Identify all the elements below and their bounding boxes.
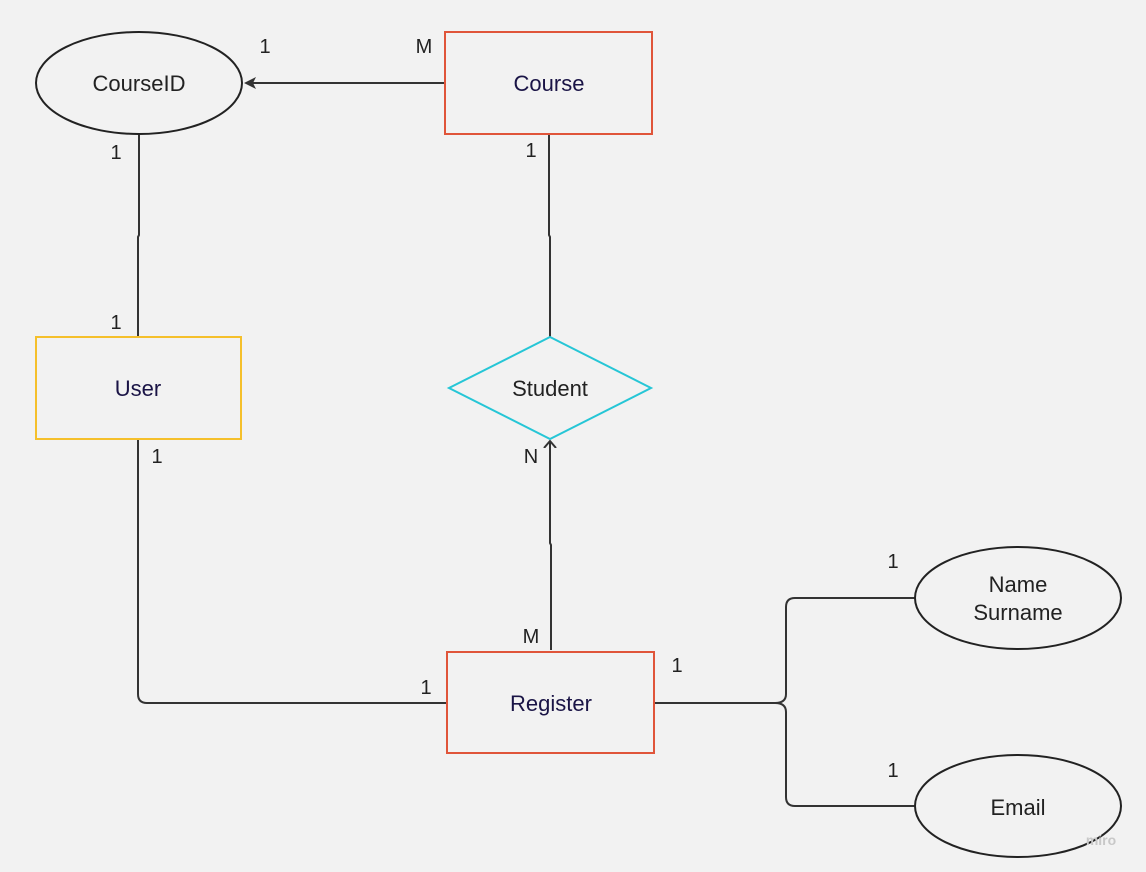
cardinality-label: N [524, 446, 538, 468]
attribute-email-label: Email [990, 795, 1045, 820]
cardinality-label: 1 [110, 142, 121, 164]
connector-course-student [548, 135, 551, 337]
attribute-name-surname[interactable]: Name Surname [914, 546, 1122, 650]
cardinality-label: M [416, 36, 433, 58]
attribute-name-label: Name [989, 572, 1048, 597]
relationship-student[interactable]: Student [446, 335, 654, 441]
entity-user-label: User [115, 376, 161, 401]
attribute-courseid[interactable]: CourseID [35, 31, 243, 135]
cardinality-label: 1 [151, 446, 162, 468]
cardinality-label: 1 [887, 760, 898, 782]
entity-register-label: Register [510, 691, 592, 716]
connector-register-student [550, 441, 551, 650]
cardinality-label: 1 [259, 36, 270, 58]
entity-user[interactable]: User [35, 336, 242, 440]
attribute-courseid-label: CourseID [93, 71, 186, 96]
connector-user-register [137, 440, 446, 704]
connector-courseid-user [137, 135, 140, 336]
entity-course-label: Course [514, 71, 585, 96]
cardinality-label: M [523, 626, 540, 648]
attribute-email[interactable]: Email [914, 754, 1122, 858]
cardinality-label: 1 [671, 655, 682, 677]
cardinality-label: 1 [887, 551, 898, 573]
entity-course[interactable]: Course [444, 31, 653, 135]
cardinality-label: 1 [110, 312, 121, 334]
cardinality-label: 1 [420, 677, 431, 699]
miro-watermark: miro [1086, 832, 1116, 848]
entity-register[interactable]: Register [446, 651, 655, 754]
cardinality-label: 1 [525, 140, 536, 162]
bracket-attributes [774, 597, 915, 807]
attribute-surname-label: Surname [973, 600, 1062, 625]
relationship-student-label: Student [512, 376, 588, 401]
